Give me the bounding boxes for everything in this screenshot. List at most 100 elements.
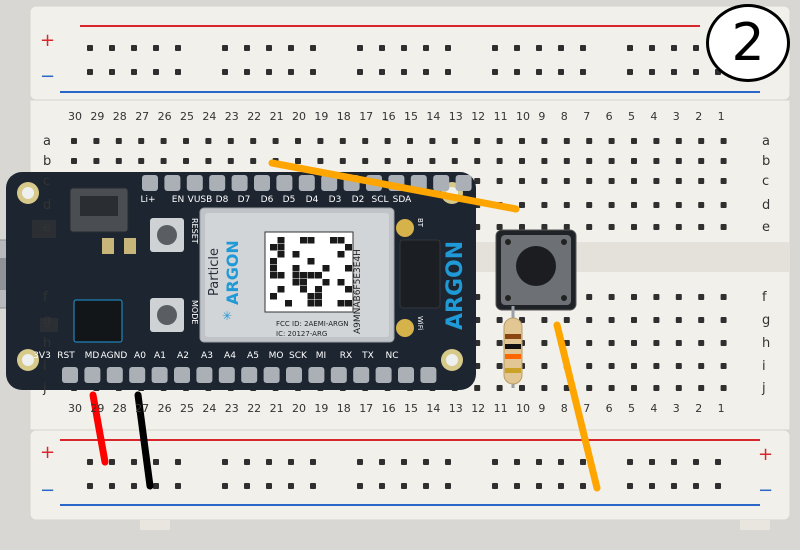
breadboard-hole <box>496 363 503 369</box>
pin-label-top: SDA <box>393 195 412 205</box>
smd-component <box>124 238 136 254</box>
resistor-body <box>503 317 523 385</box>
column-number-top: 2 <box>695 110 703 123</box>
header-pin-bottom <box>62 367 78 383</box>
breadboard-hole <box>474 178 481 184</box>
breadboard-hole <box>653 138 660 144</box>
pin-label-bottom: NC <box>385 351 398 361</box>
pushbutton-rivet <box>561 239 567 245</box>
row-letter-right: c <box>762 174 770 189</box>
breadboard-hole <box>563 178 570 184</box>
breadboard-hole <box>580 483 586 489</box>
mounting-hole-center <box>22 354 34 366</box>
column-number-bottom: 22 <box>247 402 262 415</box>
bt-label: BT <box>416 218 424 228</box>
breadboard-hole <box>451 138 458 144</box>
breadboard-hole <box>608 158 615 164</box>
column-number-top: 6 <box>605 110 613 123</box>
breadboard-hole <box>519 224 525 230</box>
breadboard-hole <box>310 45 316 51</box>
row-letter-right: h <box>762 336 771 351</box>
rail-plus-sign: + <box>758 444 774 465</box>
row-letter-right: e <box>762 220 770 235</box>
breadboard-hole <box>138 138 145 144</box>
breadboard-hole <box>608 317 615 323</box>
breadboard-hole <box>357 45 363 51</box>
rail-minus-sign: − <box>758 480 774 501</box>
breadboard-hole <box>423 483 429 489</box>
breadboard-hole <box>160 138 167 144</box>
row-letter-right: a <box>762 134 770 149</box>
breadboard-hole <box>131 69 137 75</box>
breadboard-hole <box>720 363 727 369</box>
qr-module <box>345 300 352 307</box>
header-pin-top <box>321 175 338 191</box>
pin-label-bottom: A2 <box>177 351 189 361</box>
row-letter-left: i <box>43 359 47 374</box>
qr-code-text: A9MNAB6F5E3E4H <box>353 249 363 334</box>
breadboard-hole <box>474 158 481 164</box>
breadboard-hole <box>514 69 520 75</box>
breadboard-hole <box>401 69 407 75</box>
qr-module <box>277 244 285 251</box>
row-letter-right: g <box>762 313 771 328</box>
column-number-top: 16 <box>381 110 396 123</box>
wifi-antenna-pad <box>396 319 414 337</box>
breadboard-hole <box>153 45 159 51</box>
qr-module <box>300 272 307 279</box>
breadboard-hole <box>653 340 660 346</box>
breadboard-hole <box>541 178 548 184</box>
argon-side-label: ARGON <box>443 241 468 330</box>
breadboard-hole <box>720 317 727 323</box>
board-foot-left <box>140 520 170 530</box>
pin-label-bottom: A5 <box>247 351 259 361</box>
breadboard-hole <box>423 69 429 75</box>
qr-module <box>307 258 315 265</box>
breadboard-hole <box>514 483 520 489</box>
wifi-label: WiFi <box>416 316 424 330</box>
breadboard-hole <box>675 224 682 230</box>
breadboard-hole <box>563 385 570 391</box>
column-number-top: 30 <box>68 110 82 123</box>
breadboard-hole <box>536 69 542 75</box>
pin-label-top: D6 <box>261 195 274 205</box>
column-number-top: 17 <box>359 110 374 123</box>
qr-module <box>270 293 277 300</box>
header-pin-bottom <box>330 367 347 383</box>
breadboard-hole <box>153 483 159 489</box>
pin-label-bottom: A0 <box>134 351 146 361</box>
breadboard-hole <box>244 459 250 465</box>
breadboard-hole <box>627 69 633 75</box>
header-pin-bottom <box>129 367 146 383</box>
breadboard-hole <box>631 224 637 230</box>
qr-module <box>307 300 315 307</box>
header-pin-top <box>276 175 293 191</box>
header-pin-top <box>455 175 472 191</box>
breadboard-hole <box>675 178 682 184</box>
top-power-rail <box>29 5 791 101</box>
breadboard-hole <box>244 483 250 489</box>
breadboard-hole <box>715 483 721 489</box>
breadboard-hole <box>407 158 413 164</box>
breadboard-hole <box>519 158 525 164</box>
qr-module <box>307 237 315 244</box>
pin-label-top: VUSB <box>188 195 213 205</box>
breadboard-hole <box>183 158 189 164</box>
breadboard-hole <box>401 483 407 489</box>
pin-label-bottom: A1 <box>154 351 166 361</box>
qr-module <box>337 237 345 244</box>
reset-label: RESET <box>190 218 199 244</box>
pushbutton-cap <box>516 246 556 286</box>
breadboard-hole <box>496 138 503 144</box>
breadboard-hole <box>675 202 682 208</box>
breadboard-hole <box>586 294 593 300</box>
column-number-bottom: 28 <box>112 402 127 415</box>
breadboard-hole <box>131 459 137 465</box>
qr-module <box>292 279 300 286</box>
pin-label-bottom: MO <box>269 351 284 361</box>
breadboard-hole <box>175 459 181 465</box>
breadboard-hole <box>115 138 122 144</box>
breadboard-hole <box>675 138 682 144</box>
row-letter-right: f <box>762 290 767 305</box>
breadboard-hole <box>608 294 615 300</box>
